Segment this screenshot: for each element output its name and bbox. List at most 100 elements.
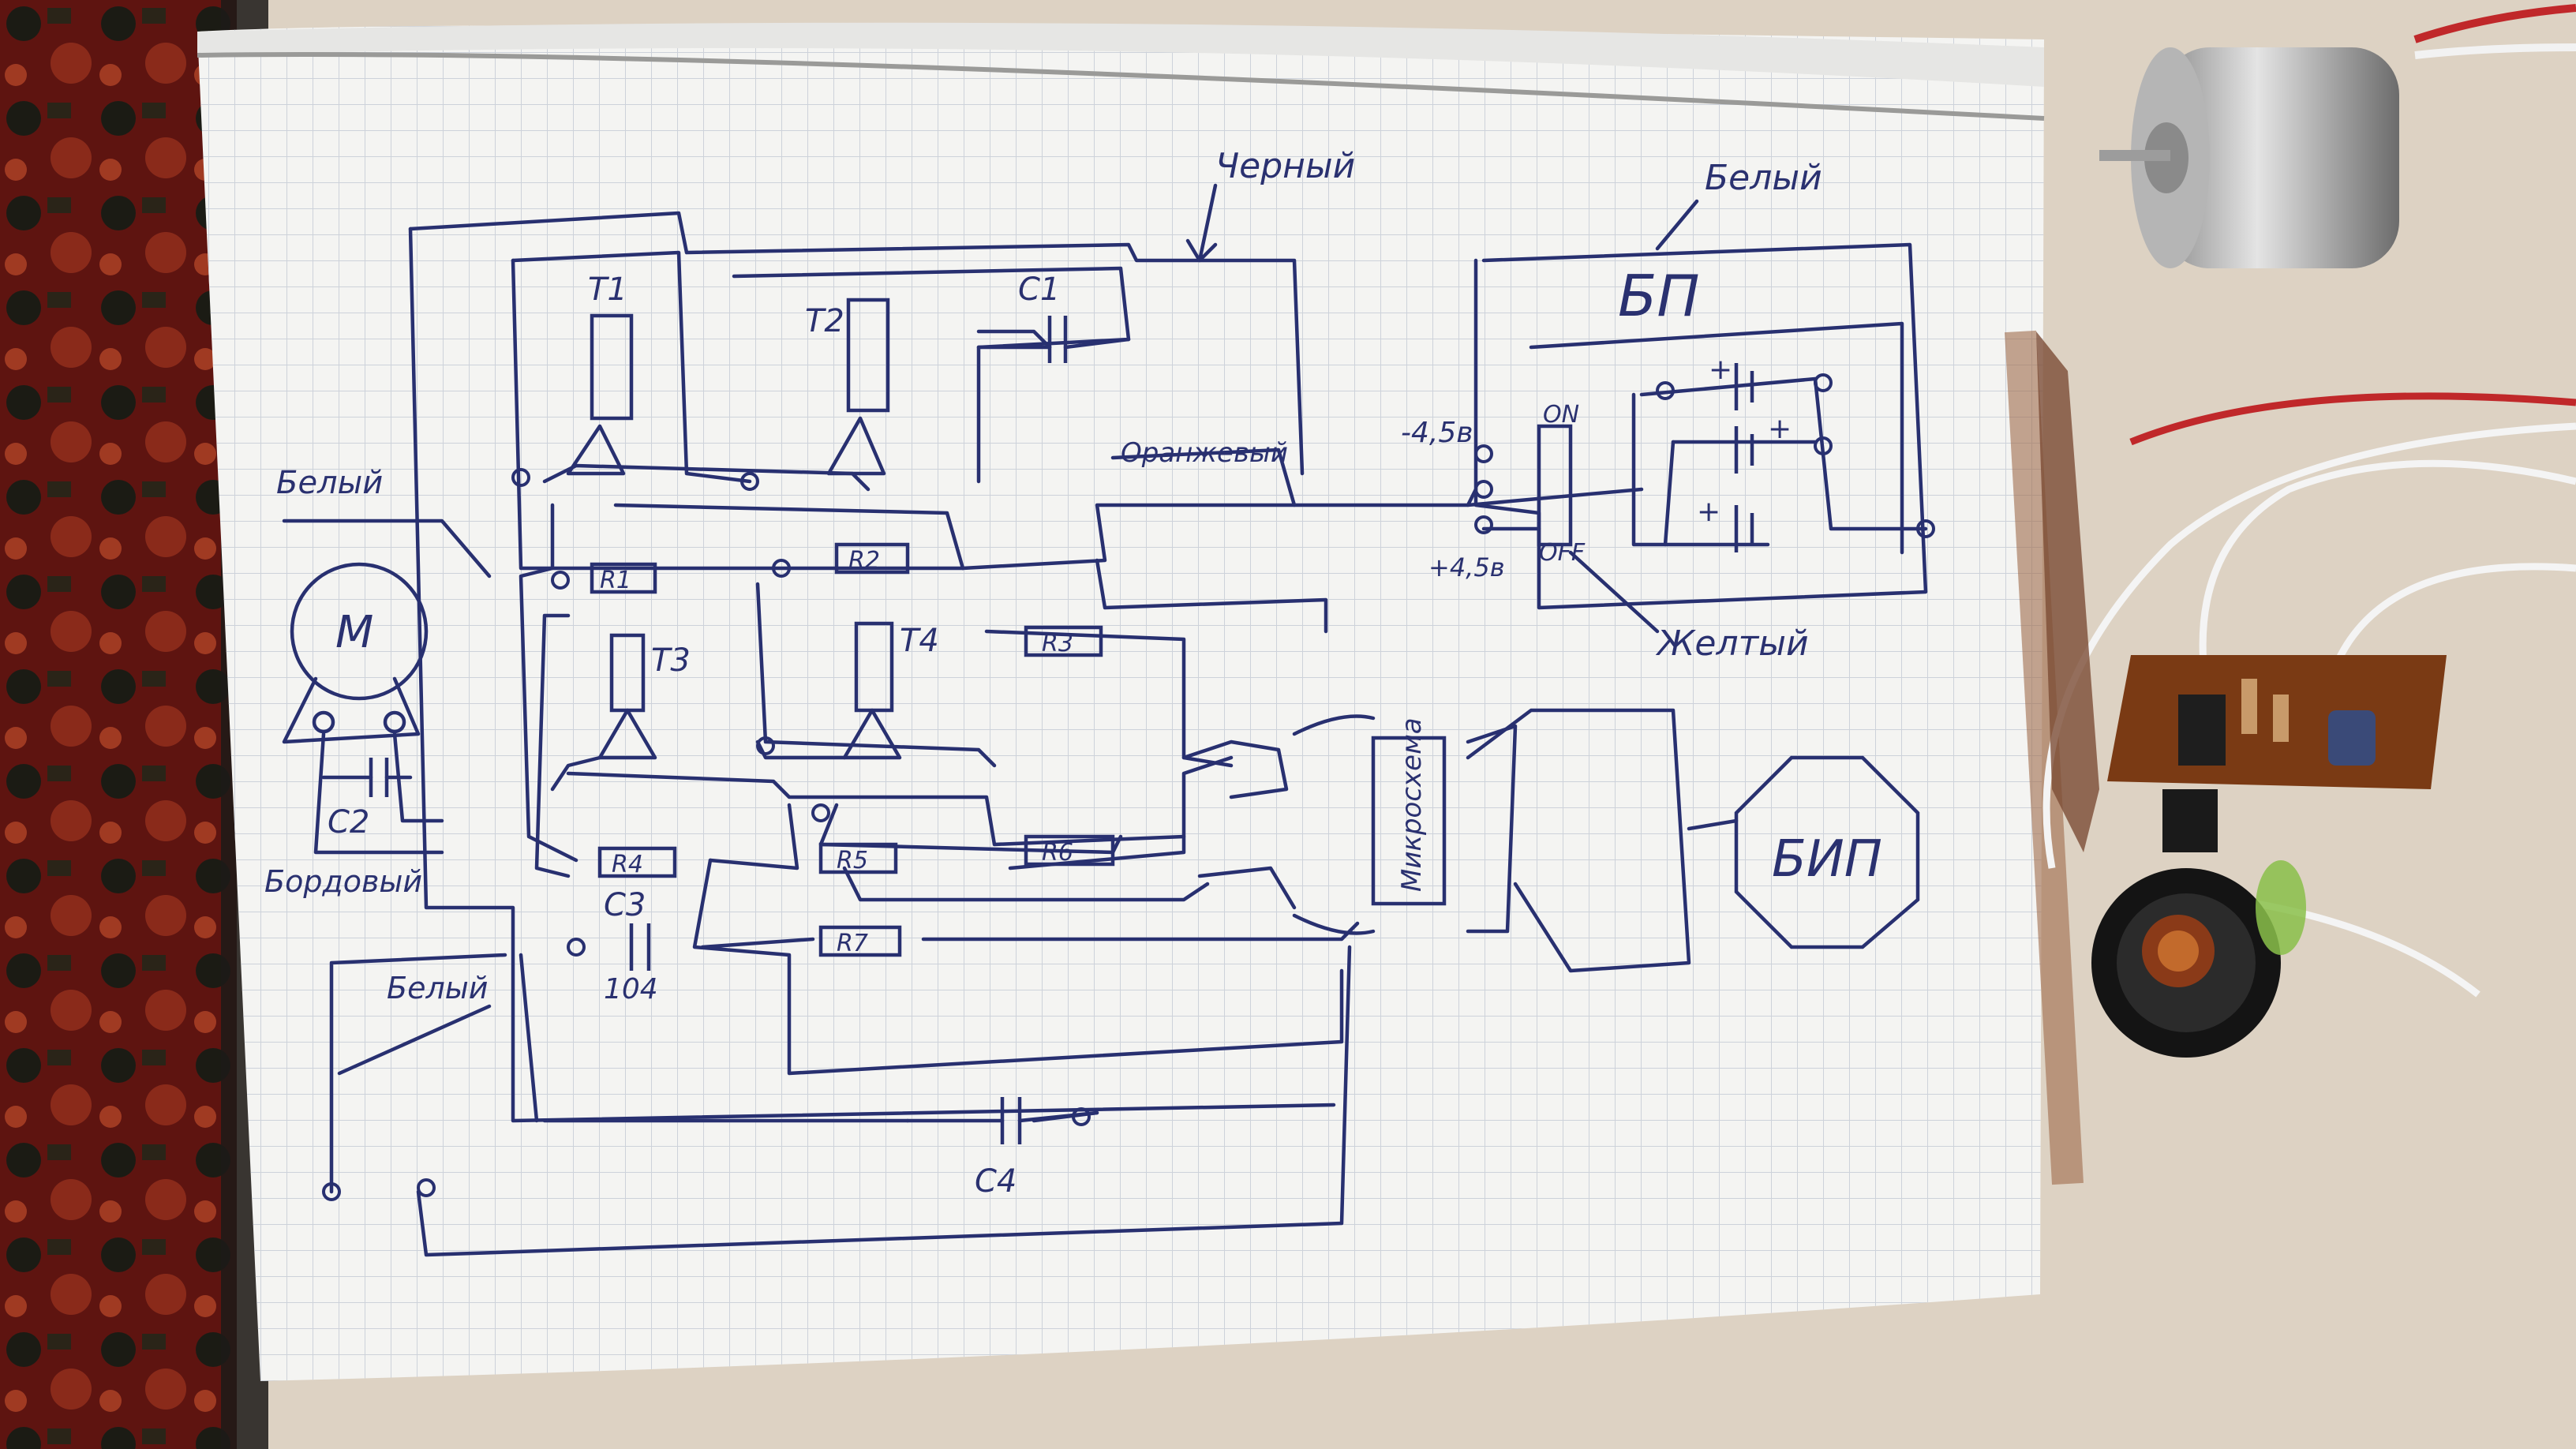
wire: [408, 211, 1305, 476]
buzzer-symbol: [1734, 755, 1920, 949]
wire: [550, 755, 602, 792]
wire: [1687, 818, 1739, 831]
wire: [519, 503, 578, 863]
wire: [408, 227, 1336, 1123]
circuit-diagram: Черный Белый БП T1 T2 T3 T4 C1 C2 C3 C4 …: [264, 146, 1935, 1257]
label-c2: C2: [328, 804, 369, 841]
label-switch-on: ON: [1543, 401, 1579, 429]
label-motor: M: [335, 607, 373, 658]
arrow: [337, 1004, 492, 1076]
wire: [1466, 724, 1518, 934]
resistor-r6: [1024, 834, 1115, 867]
wire: [755, 582, 997, 768]
label-r6: R6: [1042, 839, 1073, 867]
label-cap-value: 104: [604, 973, 658, 1005]
capacitor-c4: [905, 1097, 1099, 1144]
wire: [597, 708, 657, 760]
label-switch-off: OFF: [1539, 539, 1586, 567]
arrow: [282, 519, 492, 578]
wire: [534, 613, 571, 878]
wire: [755, 739, 847, 760]
wire: [1292, 714, 1376, 736]
transistor-t2: [846, 298, 890, 413]
wire: [921, 921, 1360, 942]
capacitor-c1: [976, 316, 1131, 363]
label-t2: T2: [805, 303, 844, 339]
label-c3: C3: [604, 887, 646, 923]
label-t1: T1: [588, 271, 627, 308]
label-black-wire: Черный: [1215, 146, 1355, 186]
label-r5: R5: [837, 847, 868, 874]
label-r1: R1: [600, 567, 631, 594]
wire: [700, 937, 815, 949]
wire: [826, 416, 886, 476]
wire: [984, 629, 1234, 768]
label-r4: R4: [612, 851, 643, 878]
wire: [1529, 321, 1904, 555]
capacitor-c3: [629, 923, 651, 971]
wire: [329, 953, 507, 1194]
arrow: [1568, 550, 1660, 634]
label-power-supply: БП: [1618, 263, 1700, 329]
label-t4: T4: [900, 623, 939, 659]
wire: [708, 803, 799, 871]
wire: [511, 258, 965, 571]
wire: [542, 463, 871, 492]
label-plus-voltage: +4,5в: [1428, 552, 1505, 582]
label-plus-1: +: [1709, 354, 1732, 386]
speaker-photo: [2091, 860, 2306, 1058]
wire: [1008, 755, 1234, 871]
wire: [960, 487, 1478, 571]
power-switch: [1537, 424, 1573, 547]
wire: [511, 250, 752, 484]
terminal-marks: [322, 373, 1935, 1201]
label-c1: C1: [1018, 271, 1060, 308]
wire: [818, 803, 1123, 855]
wire: [1631, 392, 1668, 547]
arrow: [1185, 183, 1218, 263]
label-t3: T3: [651, 642, 691, 679]
wire: [976, 329, 1052, 350]
wire: [842, 866, 1210, 902]
label-white-wire-bottom: Белый: [387, 971, 488, 1005]
resistor-r7: [818, 925, 902, 957]
wire: [1095, 558, 1328, 634]
wire: [1473, 242, 1928, 610]
resistor-r2: [834, 542, 910, 575]
wire: [1197, 866, 1297, 910]
arrow: [1655, 199, 1699, 251]
wire: [1466, 708, 1691, 973]
wire: [416, 945, 1352, 1257]
label-yellow-wire: Желтый: [1655, 623, 1809, 664]
label-r3: R3: [1042, 630, 1073, 657]
wire: [1292, 913, 1376, 935]
wire: [1466, 487, 1644, 507]
wire: [1110, 447, 1297, 507]
motor-symbol: [282, 562, 444, 855]
label-c4: C4: [975, 1163, 1017, 1200]
label-r7: R7: [837, 930, 868, 957]
battery-cells: [1734, 363, 1754, 552]
resistor-r4: [597, 846, 677, 878]
label-white-wire-left: Белый: [276, 465, 383, 501]
wire: [613, 503, 965, 571]
resistor-r1: [590, 562, 657, 594]
label-white-wire-top: Белый: [1705, 158, 1822, 198]
label-minus-voltage: -4,5в: [1401, 417, 1473, 449]
resistor-r5: [818, 842, 898, 874]
notebook-sheet: [197, 22, 2084, 1381]
wire: [566, 424, 626, 476]
wire: [692, 858, 1344, 1076]
label-plus-3: +: [1697, 496, 1720, 528]
microchip-block: [1371, 736, 1447, 906]
resistor-r3: [1024, 625, 1103, 657]
label-r2: R2: [848, 547, 880, 575]
label-microchip: Микросхема: [1396, 717, 1428, 892]
label-burgundy-wire: Бордовый: [264, 864, 422, 899]
wire: [842, 708, 902, 760]
transistor-t1: [590, 313, 634, 421]
label-buzzer: БИП: [1772, 830, 1882, 889]
wire: [1181, 739, 1289, 799]
wire: [519, 953, 539, 1123]
